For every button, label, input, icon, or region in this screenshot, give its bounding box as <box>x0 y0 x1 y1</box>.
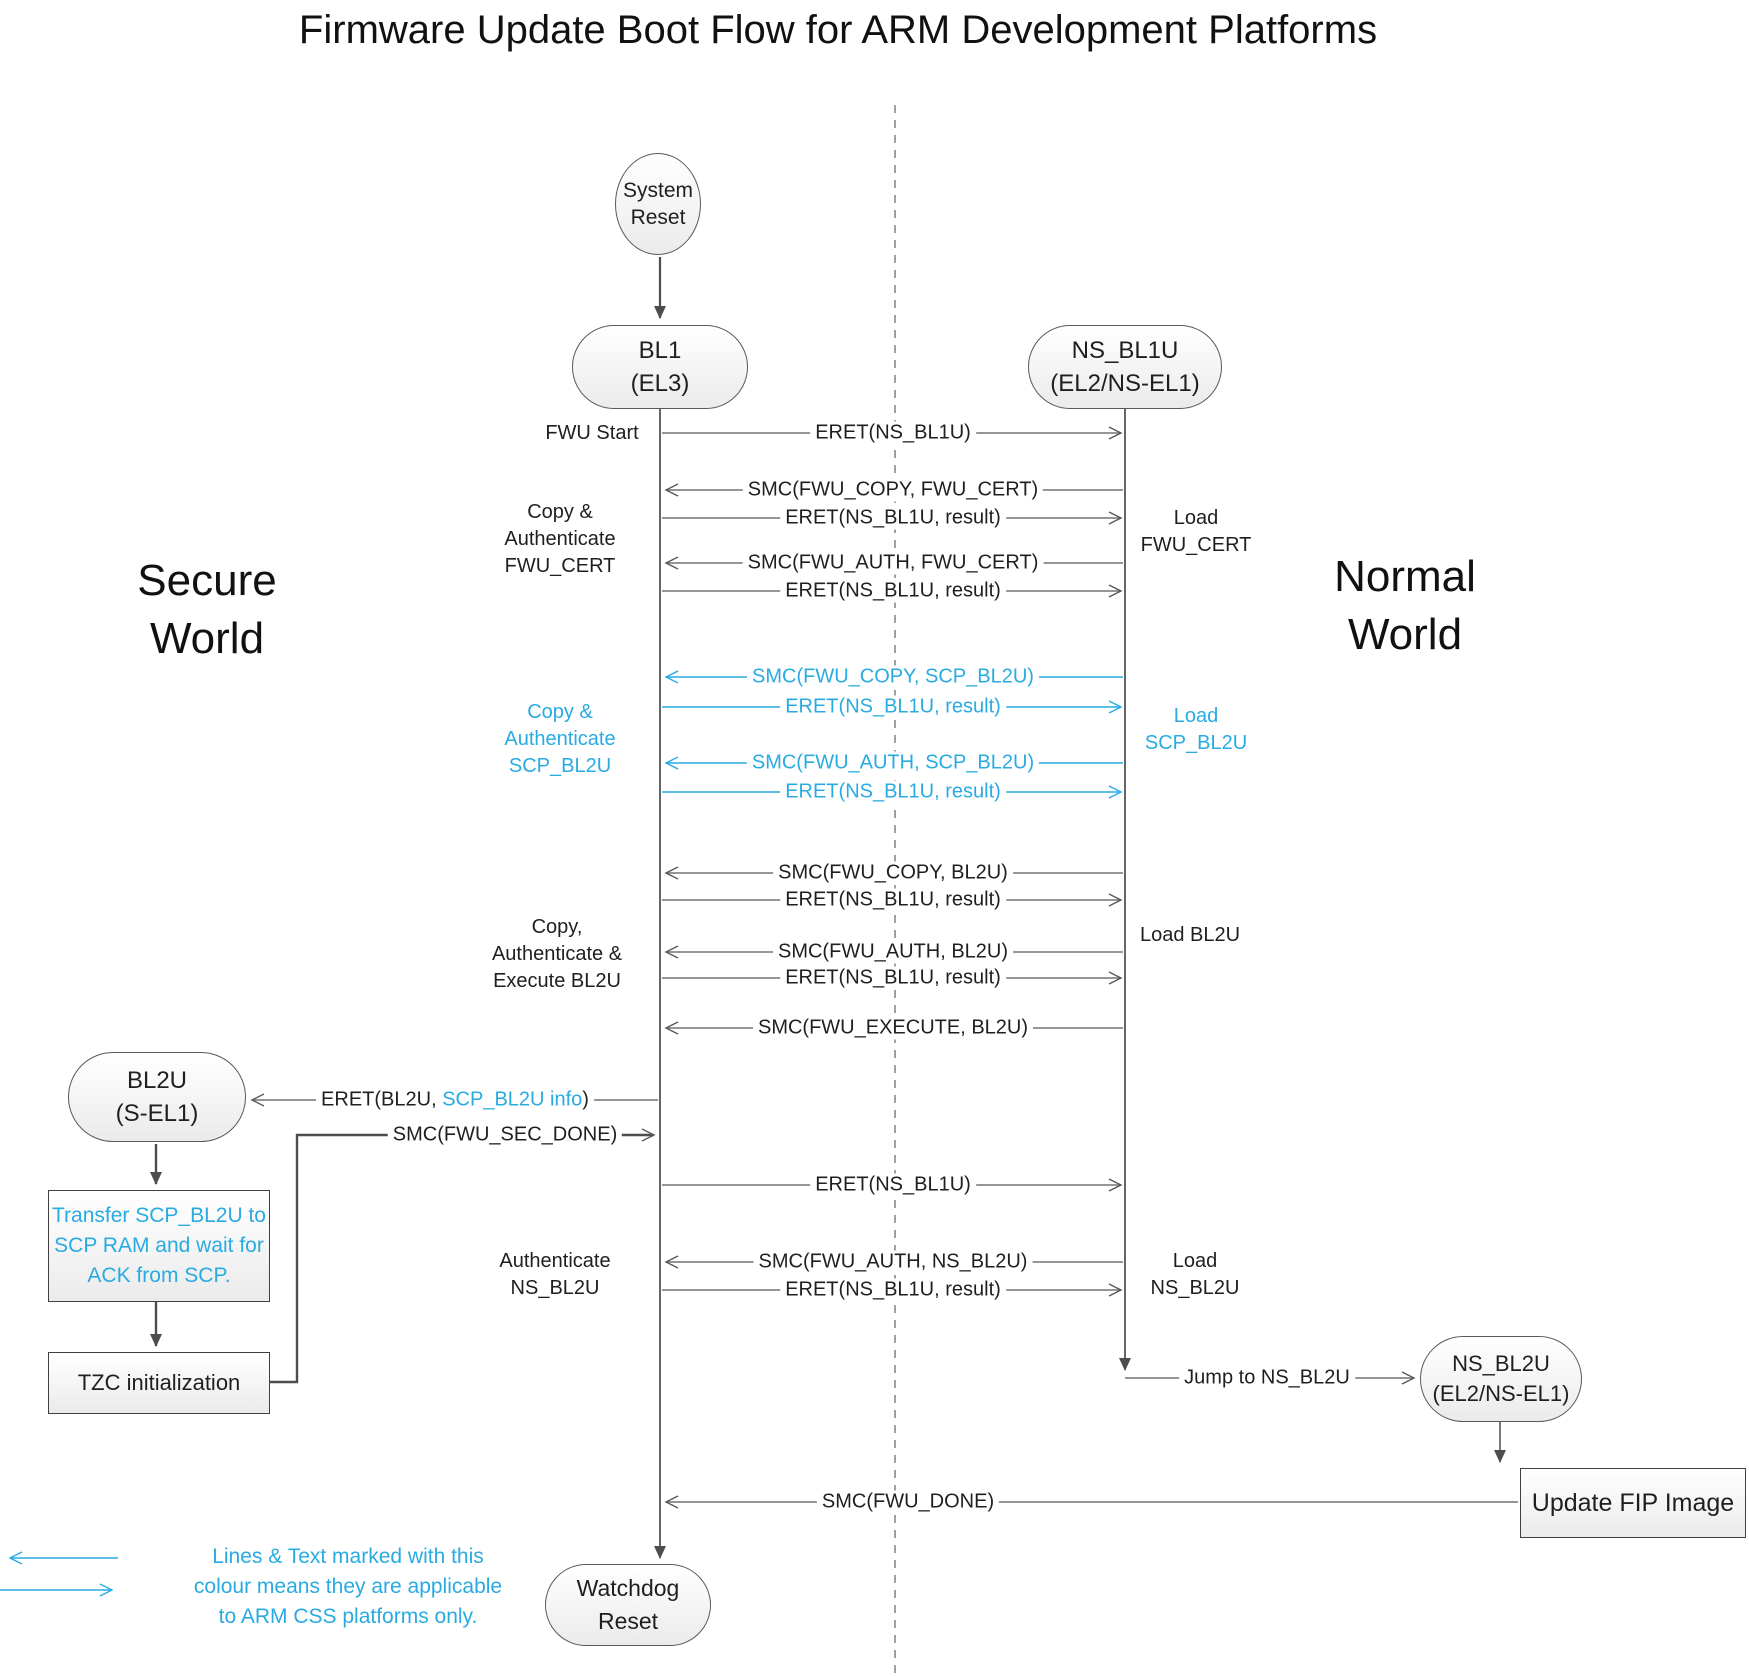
msg-eret-bl2u-scp-info: ERET(BL2U, SCP_BL2U info) <box>316 1088 594 1112</box>
label-load-scp-bl2u: Load SCP_BL2U <box>1144 705 1248 754</box>
label-load-ns-bl2u: Load NS_BL2U <box>1150 1250 1240 1299</box>
msg-eret-ns-bl1u-2: ERET(NS_BL1U) <box>810 1173 976 1197</box>
label-authenticate-ns-bl2u: Authenticate NS_BL2U <box>499 1250 611 1299</box>
node-ns-bl1u: NS_BL1U (EL2/NS-EL1) <box>1028 325 1222 409</box>
msg-eret-result-4: ERET(NS_BL1U, result) <box>780 780 1006 804</box>
secure-world-label: Secure World <box>137 556 277 663</box>
node-transfer-scp-bl2u: Transfer SCP_BL2U to SCP RAM and wait fo… <box>48 1190 270 1302</box>
label-copy-auth-exec-bl2u: Copy, Authenticate & Execute BL2U <box>491 916 623 992</box>
msg-smc-auth-bl2u: SMC(FWU_AUTH, BL2U) <box>772 940 1014 964</box>
scp-bl2u-info-highlight: SCP_BL2U info <box>442 1088 583 1111</box>
msg-smc-copy-bl2u: SMC(FWU_COPY, BL2U) <box>773 861 1013 885</box>
label-copy-auth-scp-bl2u: Copy & Authenticate SCP_BL2U <box>504 701 616 777</box>
label-copy-auth-fwu-cert: Copy & Authenticate FWU_CERT <box>504 501 616 577</box>
msg-smc-auth-ns-bl2u: SMC(FWU_AUTH, NS_BL2U) <box>753 1250 1033 1274</box>
msg-jump-to-ns-bl2u: Jump to NS_BL2U <box>1179 1366 1355 1390</box>
node-watchdog-reset: Watchdog Reset <box>545 1564 711 1646</box>
normal-world-label: Normal World <box>1334 552 1476 659</box>
msg-eret-result-5: ERET(NS_BL1U, result) <box>780 888 1006 912</box>
label-fwu-start: FWU Start <box>545 422 639 444</box>
node-bl1: BL1 (EL3) <box>572 325 748 409</box>
legend-note: Lines & Text marked with this colour mea… <box>193 1545 503 1628</box>
node-system-reset: System Reset <box>615 153 701 255</box>
msg-smc-auth-scp-bl2u: SMC(FWU_AUTH, SCP_BL2U) <box>746 751 1040 775</box>
node-update-fip-image: Update FIP Image <box>1520 1468 1746 1538</box>
msg-smc-auth-fwu-cert: SMC(FWU_AUTH, FWU_CERT) <box>742 551 1044 575</box>
label-load-fwu-cert: Load FWU_CERT <box>1140 507 1252 556</box>
page-title: Firmware Update Boot Flow for ARM Develo… <box>298 8 1378 52</box>
msg-eret-result-3: ERET(NS_BL1U, result) <box>780 695 1006 719</box>
msg-smc-execute-bl2u: SMC(FWU_EXECUTE, BL2U) <box>752 1016 1034 1040</box>
msg-eret-result-2: ERET(NS_BL1U, result) <box>780 579 1006 603</box>
msg-smc-fwu-done: SMC(FWU_DONE) <box>816 1490 1000 1514</box>
node-tzc-initialization: TZC initialization <box>48 1352 270 1414</box>
msg-eret-result-1: ERET(NS_BL1U, result) <box>780 506 1006 530</box>
label-load-bl2u: Load BL2U <box>1139 924 1241 946</box>
msg-smc-fwu-sec-done: SMC(FWU_SEC_DONE) <box>387 1123 623 1147</box>
msg-eret-result-7: ERET(NS_BL1U, result) <box>780 1278 1006 1302</box>
msg-eret-ns-bl1u-1: ERET(NS_BL1U) <box>810 421 976 445</box>
msg-smc-copy-fwu-cert: SMC(FWU_COPY, FWU_CERT) <box>742 478 1044 502</box>
node-bl2u: BL2U (S-EL1) <box>68 1052 246 1142</box>
node-ns-bl2u: NS_BL2U (EL2/NS-EL1) <box>1420 1336 1582 1422</box>
msg-eret-result-6: ERET(NS_BL1U, result) <box>780 966 1006 990</box>
msg-smc-copy-scp-bl2u: SMC(FWU_COPY, SCP_BL2U) <box>747 665 1039 689</box>
